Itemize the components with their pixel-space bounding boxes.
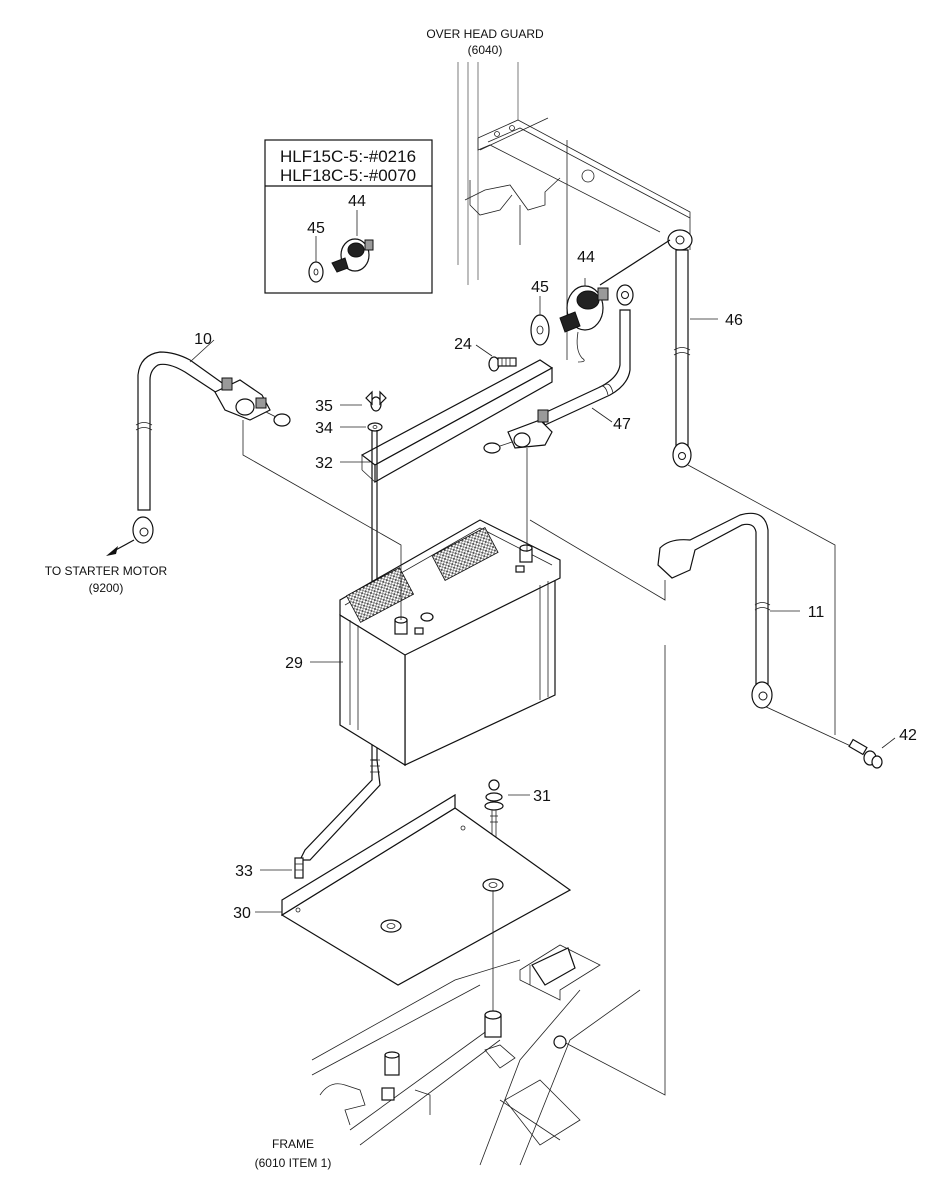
bracket-32: [340, 359, 554, 484]
label-34: 34: [315, 420, 333, 437]
battery-29: [310, 519, 561, 767]
leader-lines: [242, 420, 856, 1096]
inset-line-2: HLF18C-5:-#0070: [280, 166, 416, 185]
label-45: 45: [531, 279, 549, 296]
inset-switch-44: [331, 210, 374, 273]
bolt-24: [475, 344, 517, 372]
label-11: 11: [808, 604, 825, 621]
frame: [311, 944, 641, 1166]
cable-11: [657, 512, 800, 709]
label-30: 30: [233, 905, 251, 922]
label-46: 46: [725, 312, 743, 329]
over-head-guard-caption: OVER HEAD GUARD: [426, 27, 544, 41]
bolt-31: [484, 779, 530, 840]
inset-line-1: HLF15C-5:-#0216: [280, 147, 416, 166]
label-33: 33: [235, 863, 253, 880]
cable-10: [106, 339, 291, 556]
label-32: 32: [315, 455, 333, 472]
label-24: 24: [454, 336, 472, 353]
frame-ref: (6010 ITEM 1): [255, 1156, 332, 1170]
label-31: 31: [533, 788, 551, 805]
frame-caption: FRAME: [272, 1137, 314, 1151]
over-head-guard: [457, 62, 691, 360]
bolt-42: [848, 737, 896, 769]
over-head-guard-ref: (6040): [468, 43, 503, 57]
inset-label-44: 44: [348, 193, 366, 210]
label-47: 47: [613, 416, 631, 433]
variant-inset-box: [264, 139, 433, 294]
to-starter-caption: TO STARTER MOTOR: [45, 564, 168, 578]
label-42: 42: [899, 727, 917, 744]
label-29: 29: [285, 655, 303, 672]
inset-washer-45: [308, 236, 324, 283]
switch-44: [559, 278, 609, 363]
label-35: 35: [315, 398, 333, 415]
inset-label-45: 45: [307, 220, 325, 237]
wing-nut-35: [340, 390, 387, 412]
to-starter-ref: (9200): [89, 581, 124, 595]
label-10: 10: [194, 331, 212, 348]
washer-34: [340, 422, 383, 432]
cable-47: [483, 284, 634, 454]
label-44: 44: [577, 249, 595, 266]
washer-45: [530, 296, 550, 346]
tray-30: [255, 793, 572, 1015]
cable-46: [599, 229, 718, 468]
